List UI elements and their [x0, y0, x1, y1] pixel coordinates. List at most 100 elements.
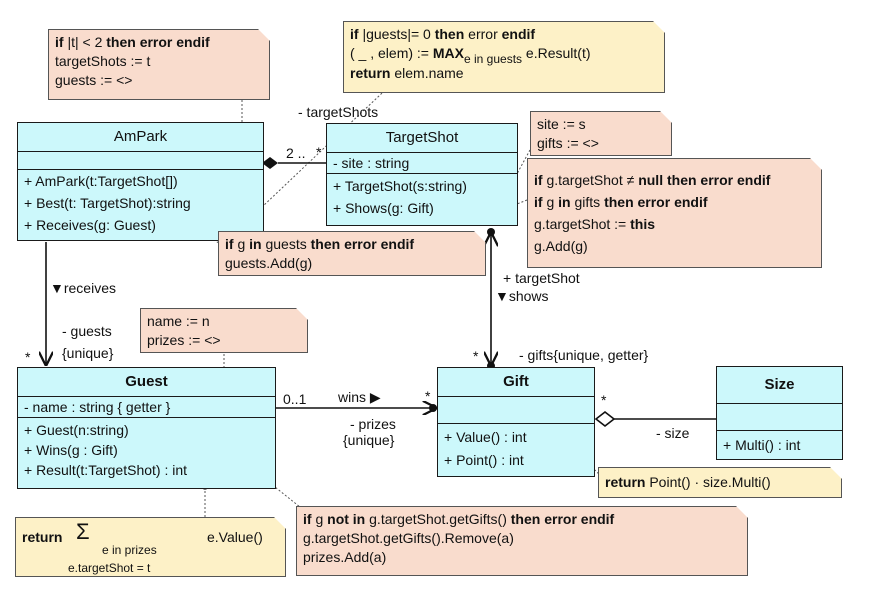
wins-dot [429, 404, 437, 412]
operation: + AmPark(t:TargetShot[]) [24, 173, 178, 189]
keyword: if [225, 236, 234, 252]
class-gift: Gift + Value() : int + Point() : int [437, 367, 595, 477]
attributes-compartment [438, 396, 594, 423]
association-name-wins: wins ▶ [338, 389, 381, 405]
operation: + Guest(n:string) [24, 422, 129, 438]
class-name: AmPark [113, 128, 168, 145]
operation: + Multi() : int [723, 437, 801, 453]
note-text: guests := <> [55, 72, 133, 88]
operation: + Point() : int [444, 452, 524, 468]
keyword: then error endif [604, 194, 708, 210]
multiplicity-0-1: 0..1 [283, 391, 307, 407]
attributes-compartment: - site : string [327, 152, 517, 173]
sum-symbol: Σ [76, 519, 90, 544]
class-name: TargetShot [385, 129, 459, 146]
note-best: if |guests|= 0 then error endif ( _ , el… [343, 21, 665, 93]
attribute: - site : string [333, 155, 410, 171]
note-text: Point() · size.Multi() [645, 474, 771, 490]
constraint-unique: {unique} [62, 345, 114, 361]
keyword: in [558, 194, 571, 210]
multiplicity-star: * [601, 392, 607, 408]
operation: + Shows(g: Gift) [333, 200, 434, 216]
note-text: e.Result(t) [522, 45, 591, 61]
note-text: prizes := <> [147, 332, 221, 348]
note-text: g.targetShot.getGifts() [365, 511, 511, 527]
role-prizes: - prizes [350, 416, 396, 432]
operation: + Wins(g : Gift) [24, 442, 118, 458]
note-text: g [311, 511, 328, 527]
subscript: e in guests [463, 52, 523, 66]
note-ampark-constructor: if |t| < 2 then error endif targetShots … [48, 29, 270, 100]
operations-compartment: + Multi() : int [717, 430, 842, 455]
subscript: e in prizes [102, 543, 157, 557]
multiplicity-star: * [425, 388, 431, 404]
keyword: then error endif [106, 34, 210, 50]
class-targetshot: TargetShot - site : string + TargetShot(… [326, 123, 518, 226]
note-text: elem.name [390, 65, 464, 81]
note-targetshot-constructor: site := s gifts := <> [530, 111, 672, 156]
keyword: return [22, 529, 63, 545]
keyword: if [303, 511, 312, 527]
note-text: g.Add(g) [534, 238, 588, 254]
operation: + TargetShot(s:string) [333, 178, 467, 194]
note-text: prizes.Add(a) [303, 549, 387, 565]
class-ampark: AmPark + AmPark(t:TargetShot[]) + Best(t… [17, 122, 264, 241]
attributes-compartment [717, 403, 842, 430]
note-text: guests.Add(g) [225, 255, 313, 271]
note-result: return Σ e in prizes e.Value() e.targetS… [15, 517, 286, 577]
class-guest: Guest - name : string { getter } + Guest… [17, 367, 276, 489]
note-text: e.Value() [207, 529, 263, 545]
note-text: name := n [147, 313, 210, 329]
association-name-receives: ▼receives [50, 280, 116, 296]
keyword: if [534, 194, 543, 210]
note-value: return Point() · size.Multi() [598, 467, 842, 498]
note-guest-constructor: name := n prizes := <> [140, 308, 308, 353]
operations-compartment: + Value() : int + Point() : int [438, 423, 594, 470]
operations-compartment: + AmPark(t:TargetShot[]) + Best(t: Targe… [18, 169, 263, 235]
note-text: gifts [570, 194, 605, 210]
operation: + Value() : int [444, 429, 527, 445]
attributes-compartment [18, 151, 263, 169]
subscript-condition: e.targetShot = t [68, 561, 151, 575]
operation: + Receives(g: Guest) [24, 217, 156, 233]
multiplicity-2-many: 2 .. [286, 145, 306, 161]
class-name: Gift [503, 373, 529, 390]
keyword: if [350, 26, 359, 42]
keyword: in [249, 236, 262, 252]
note-text: |guests|= 0 [358, 26, 435, 42]
role-guests: - guests [62, 323, 112, 339]
attribute: - name : string { getter } [24, 399, 171, 415]
note-text: g.targetShot.getGifts().Remove(a) [303, 530, 514, 546]
keyword: not in [327, 511, 366, 527]
keyword: if [534, 172, 543, 188]
role-target-shot: + targetShot [503, 270, 580, 286]
class-name: Size [764, 376, 795, 393]
composition-diamond [262, 157, 278, 169]
note-text: gifts := <> [537, 135, 599, 151]
note-wins: if g not in g.targetShot.getGifts() then… [296, 506, 748, 576]
keyword: return [605, 474, 646, 490]
shows-dot-top [487, 228, 495, 236]
operation: + Result(t:TargetShot) : int [24, 462, 188, 478]
keyword: endif [501, 26, 536, 42]
note-receives: if g in guests then error endif guests.A… [218, 231, 486, 276]
note-text: ( _ , elem) := [350, 45, 433, 61]
keyword: then [434, 26, 465, 42]
note-text: guests [261, 236, 311, 252]
operation: + Best(t: TargetShot):string [24, 195, 191, 211]
operations-compartment: + Guest(n:string) + Wins(g : Gift) + Res… [18, 417, 275, 480]
association-name-shows: ▼shows [495, 288, 549, 304]
keyword: if [55, 34, 64, 50]
note-text: targetShots := t [55, 53, 151, 69]
keyword: return [350, 65, 391, 81]
note-text: g.targetShot := [534, 216, 631, 232]
operations-compartment: + TargetShot(s:string) + Shows(g: Gift) [327, 173, 517, 218]
class-name: Guest [125, 373, 168, 390]
multiplicity-star: * [473, 348, 479, 364]
keyword: then error endif [510, 511, 615, 527]
note-shows: if g.targetShot ≠ null then error endif … [527, 158, 822, 268]
note-text: g [233, 236, 250, 252]
multiplicity-star: * [25, 349, 31, 365]
note-text: site := s [537, 116, 586, 132]
note-text: |t| < 2 [63, 34, 107, 50]
